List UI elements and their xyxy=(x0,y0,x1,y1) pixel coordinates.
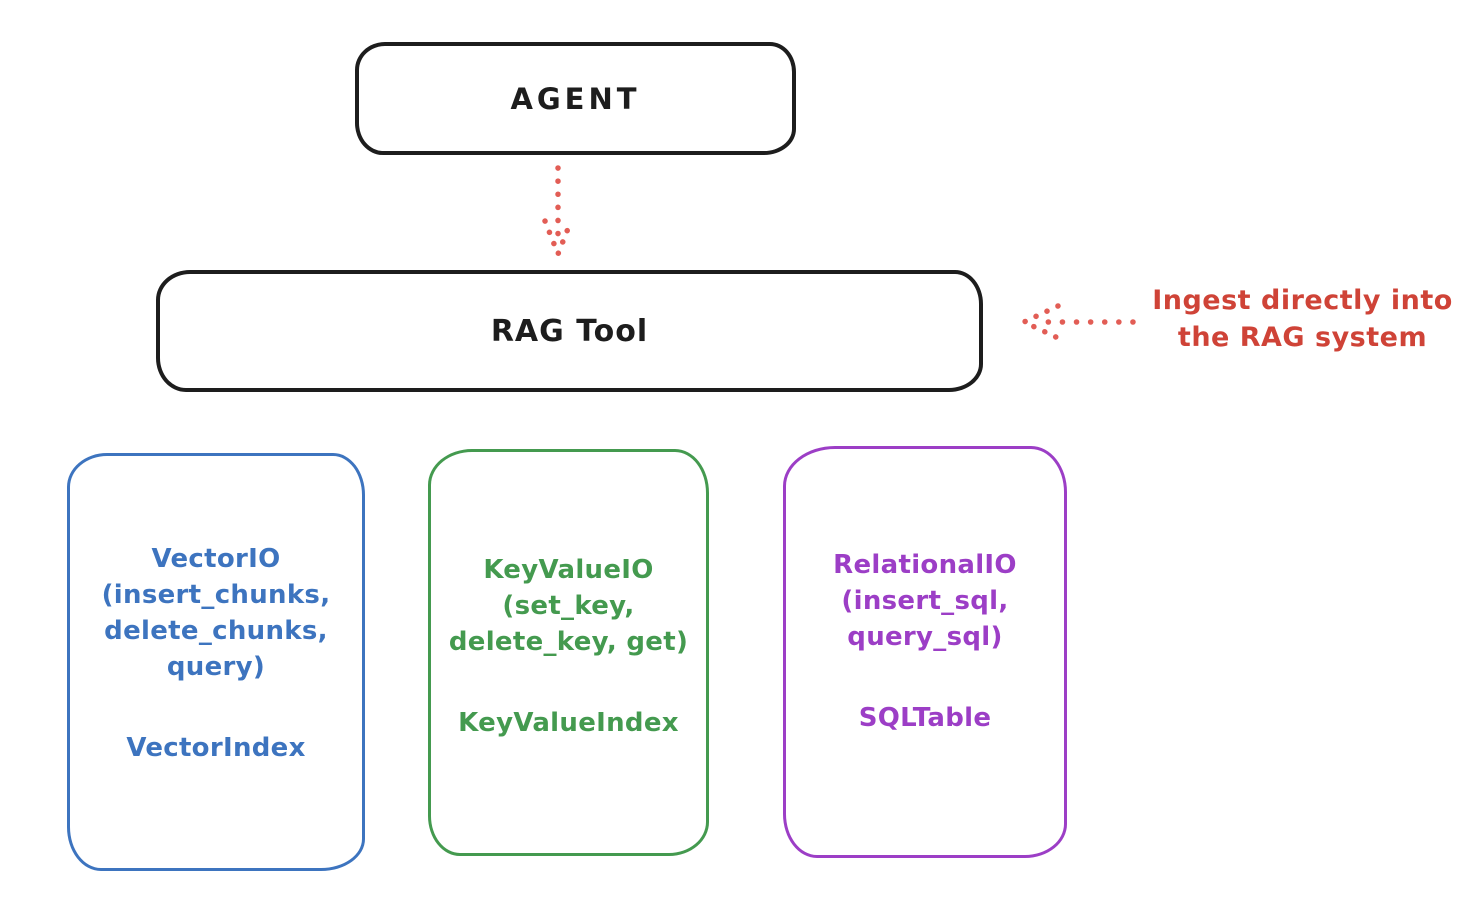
relational-io-box: RelationalIO (insert_sql, query_sql) SQL… xyxy=(783,446,1067,858)
relational-io-sig-line1: (insert_sql, xyxy=(841,586,1009,616)
keyvalue-io-box: KeyValueIO (set_key, delete_key, get) Ke… xyxy=(428,449,709,856)
vector-io-sig-line2: delete_chunks, xyxy=(104,616,328,646)
agent-box: AGENT xyxy=(355,42,796,155)
annotation-to-ragtool-arrow xyxy=(1021,303,1136,341)
ingest-annotation-line1: Ingest directly into xyxy=(1152,285,1453,316)
ingest-annotation-line2: the RAG system xyxy=(1177,322,1428,353)
keyvalue-io-sig-line1: (set_key, xyxy=(502,591,635,621)
vector-io-title: VectorIO xyxy=(151,544,281,574)
vector-io-sig-line3: query) xyxy=(166,652,266,682)
agent-to-ragtool-arrow xyxy=(542,165,574,257)
vector-io-sig-line1: (insert_chunks, xyxy=(101,580,331,610)
relational-io-sig-line2: query_sql) xyxy=(847,622,1003,652)
keyvalue-index-label: KeyValueIndex xyxy=(458,708,679,738)
ingest-annotation: Ingest directly into the RAG system xyxy=(1130,282,1475,356)
vector-index-label: VectorIndex xyxy=(126,733,306,763)
keyvalue-io-title: KeyValueIO xyxy=(483,555,654,585)
sql-table-label: SQLTable xyxy=(858,703,992,733)
rag-tool-box: RAG Tool xyxy=(156,270,983,392)
vector-io-box: VectorIO (insert_chunks, delete_chunks, … xyxy=(67,453,365,871)
keyvalue-io-sig-line2: delete_key, get) xyxy=(448,627,689,657)
relational-io-title: RelationalIO xyxy=(833,550,1017,580)
rag-tool-box-label: RAG Tool xyxy=(490,313,649,349)
agent-box-label: AGENT xyxy=(510,81,641,116)
